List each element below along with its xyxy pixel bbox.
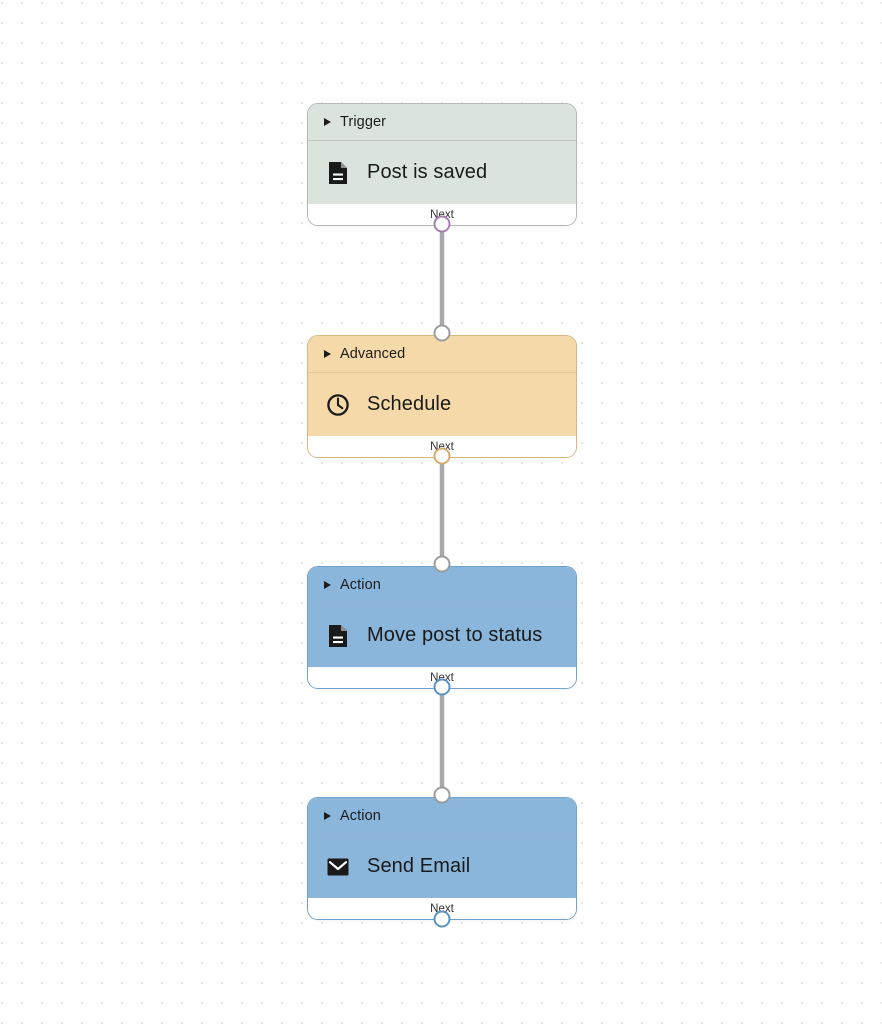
port-advanced-out[interactable] [433,447,451,465]
workflow-node-trigger[interactable]: Trigger Post is saved Next [307,103,577,226]
document-icon [326,624,350,648]
node-category-label: Advanced [340,346,406,362]
node-divider [308,372,576,373]
expand-triangle-icon[interactable] [324,581,331,589]
port-advanced-in[interactable] [433,324,451,342]
port-move-post-in[interactable] [433,555,451,573]
expand-triangle-icon[interactable] [324,118,331,126]
workflow-node-advanced[interactable]: Advanced Schedule Next [307,335,577,458]
node-header-trigger[interactable]: Trigger [308,104,576,140]
port-trigger-out[interactable] [433,215,451,233]
document-icon [326,161,350,185]
workflow-node-send-email[interactable]: Action Send Email Next [307,797,577,920]
node-divider [308,140,576,141]
node-body-advanced[interactable]: Schedule [308,373,576,436]
node-title: Move post to status [367,624,543,646]
expand-triangle-icon[interactable] [324,812,331,820]
node-category-label: Action [340,577,381,593]
node-header-action[interactable]: Action [308,567,576,603]
clock-icon [326,393,350,417]
node-category-label: Trigger [340,114,387,130]
node-title: Post is saved [367,161,488,183]
node-category-label: Action [340,808,381,824]
node-title: Schedule [367,393,452,415]
node-header-advanced[interactable]: Advanced [308,336,576,372]
port-send-email-in[interactable] [433,786,451,804]
node-divider [308,834,576,835]
node-title: Send Email [367,855,471,877]
node-body-send-email[interactable]: Send Email [308,835,576,898]
port-move-post-out[interactable] [433,678,451,696]
node-body-move-post[interactable]: Move post to status [308,604,576,667]
workflow-node-move-post-to-status[interactable]: Action Move post to status Next [307,566,577,689]
envelope-icon [326,855,350,879]
node-divider [308,603,576,604]
node-body-trigger[interactable]: Post is saved [308,141,576,204]
expand-triangle-icon[interactable] [324,350,331,358]
node-header-action[interactable]: Action [308,798,576,834]
port-send-email-out[interactable] [433,910,451,928]
